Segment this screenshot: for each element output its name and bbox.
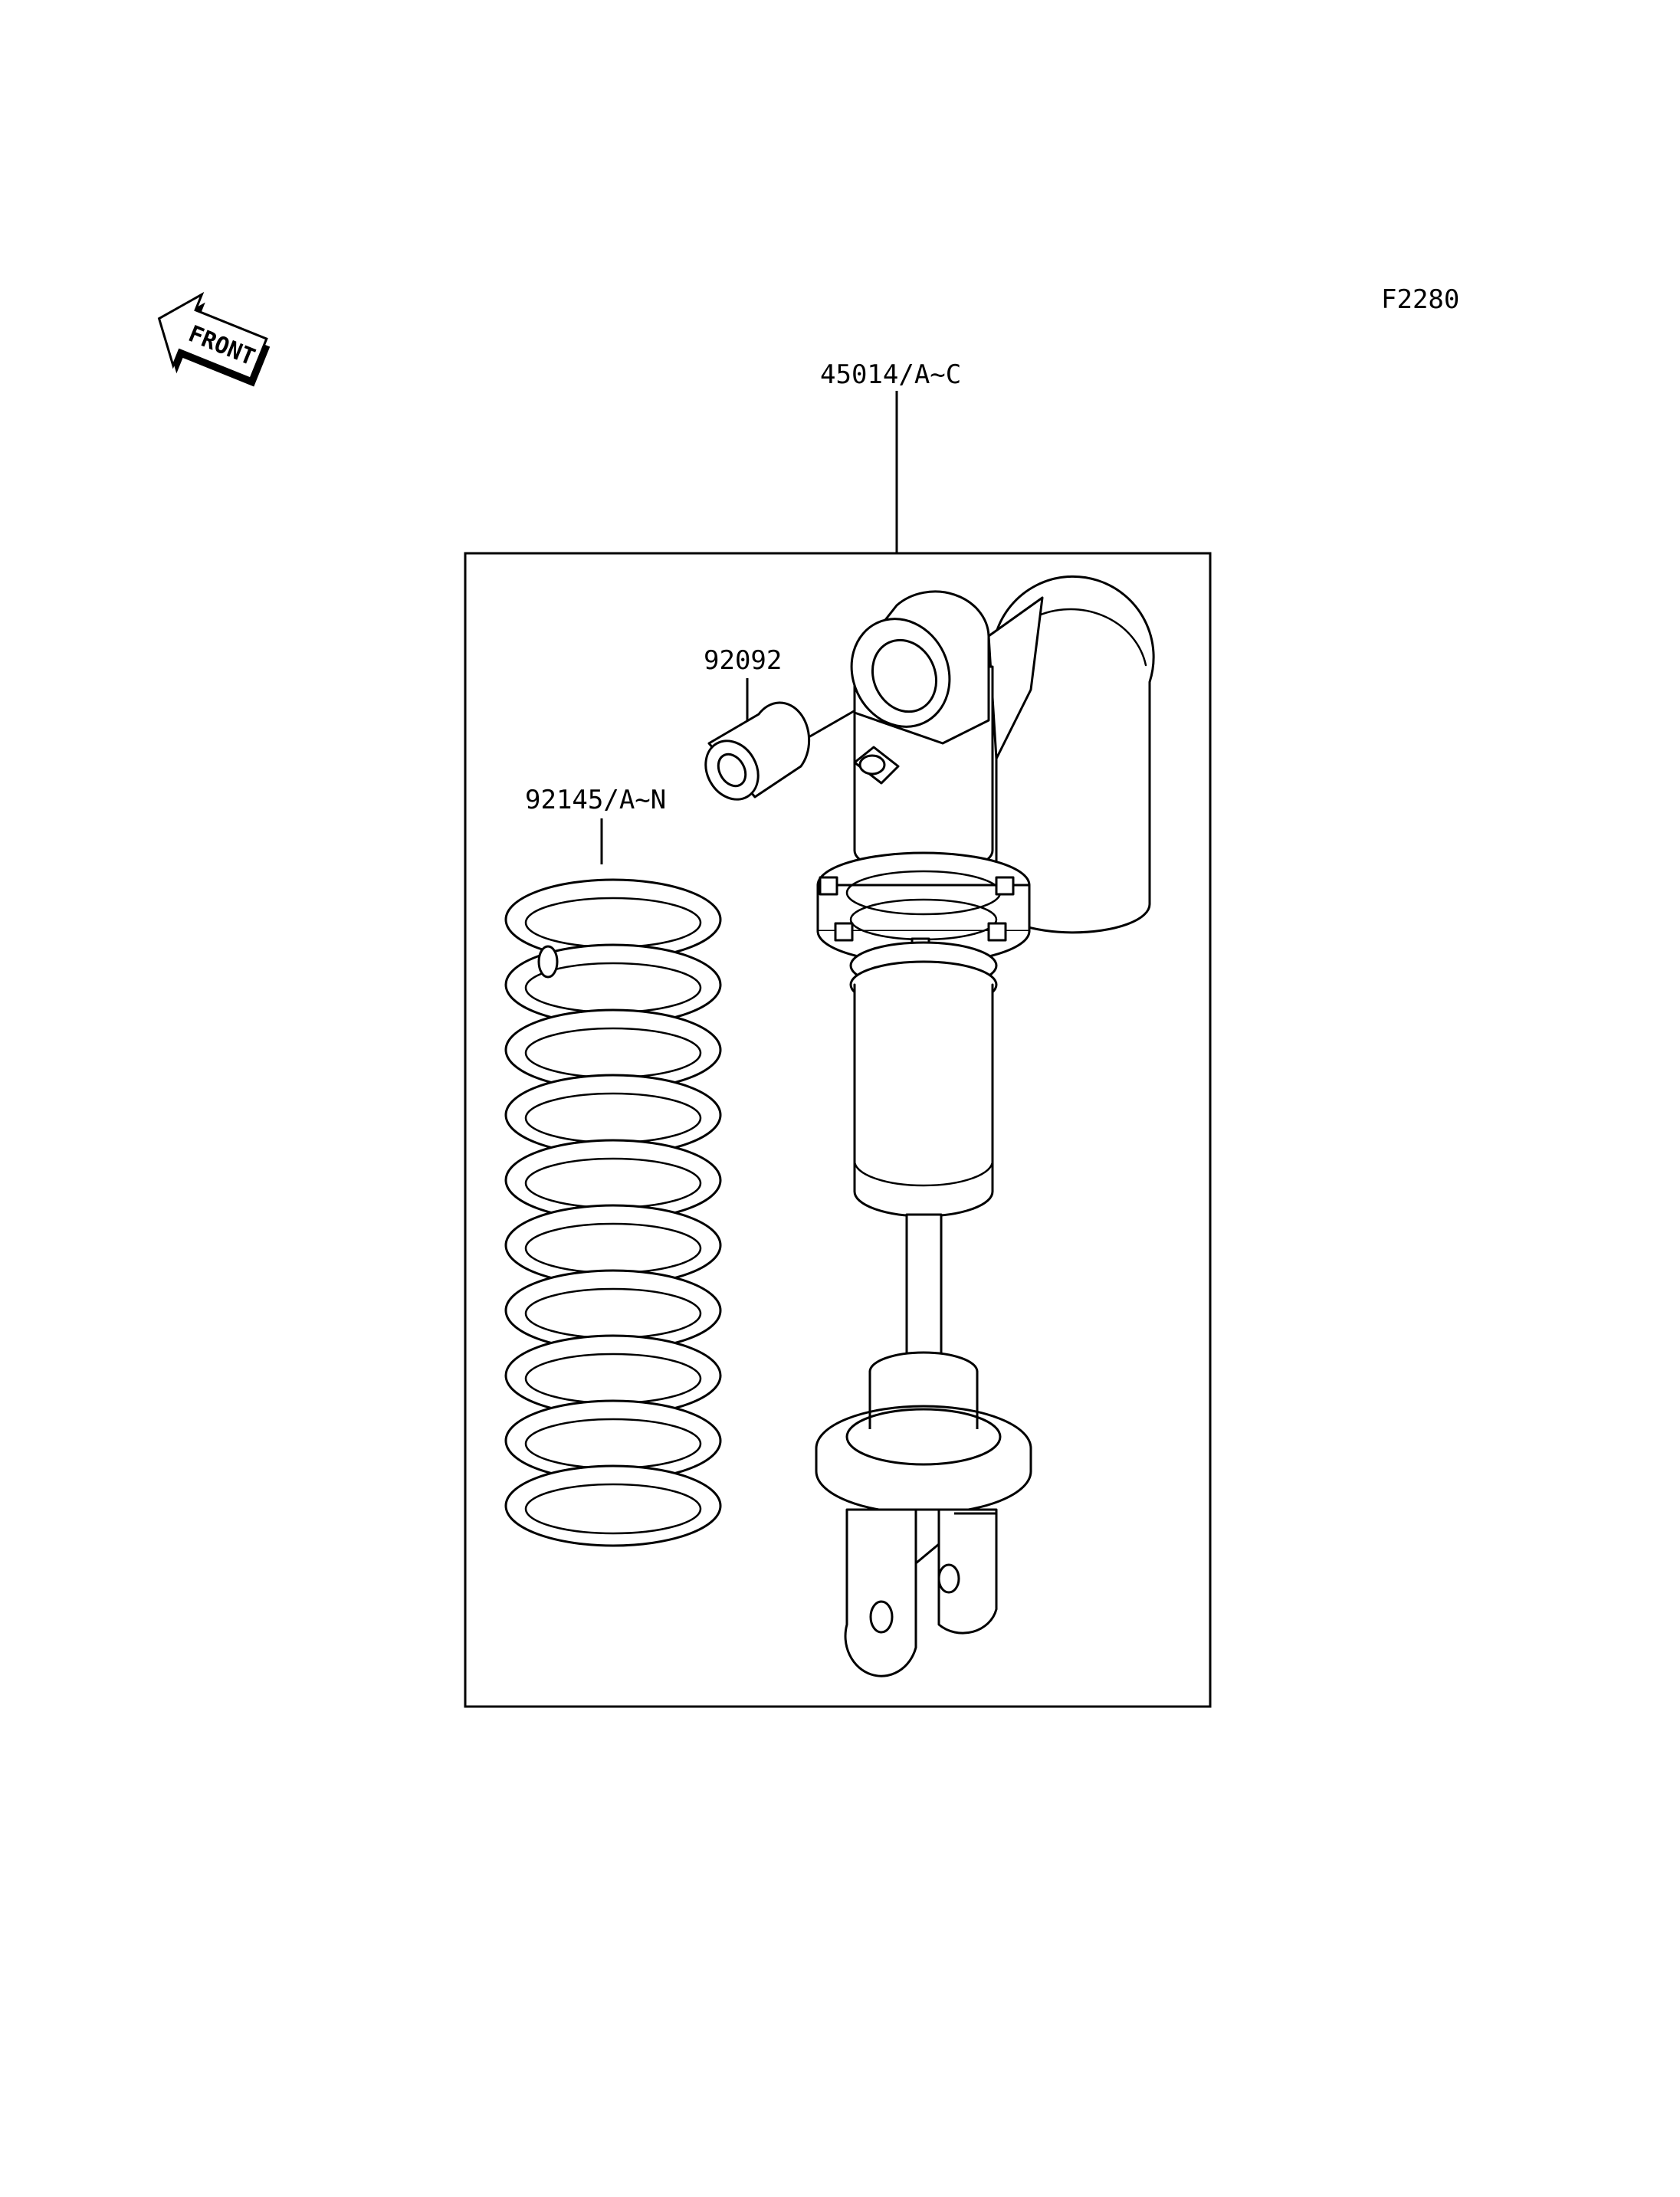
callout-spring: 92145/A~N <box>525 785 666 864</box>
bushing-drawing <box>704 683 901 801</box>
callout-shock-absorber: 45014/A~C <box>820 359 961 553</box>
spring-end <box>537 945 559 979</box>
shock-absorber-drawing <box>815 575 1155 1677</box>
spring-coil-inner <box>524 1483 702 1535</box>
figure-code: F2280 <box>1381 284 1459 315</box>
coil-spring-drawing <box>504 878 722 1547</box>
front-arrow-icon: FRONT <box>157 291 271 387</box>
callout-bushing: 92092 <box>704 645 782 724</box>
part-number-92145: 92145/A~N <box>525 785 666 815</box>
part-number-92092: 92092 <box>704 645 782 676</box>
assembly-frame <box>464 552 1212 1708</box>
spring-coil <box>504 1464 722 1547</box>
part-number-45014: 45014/A~C <box>820 359 961 390</box>
